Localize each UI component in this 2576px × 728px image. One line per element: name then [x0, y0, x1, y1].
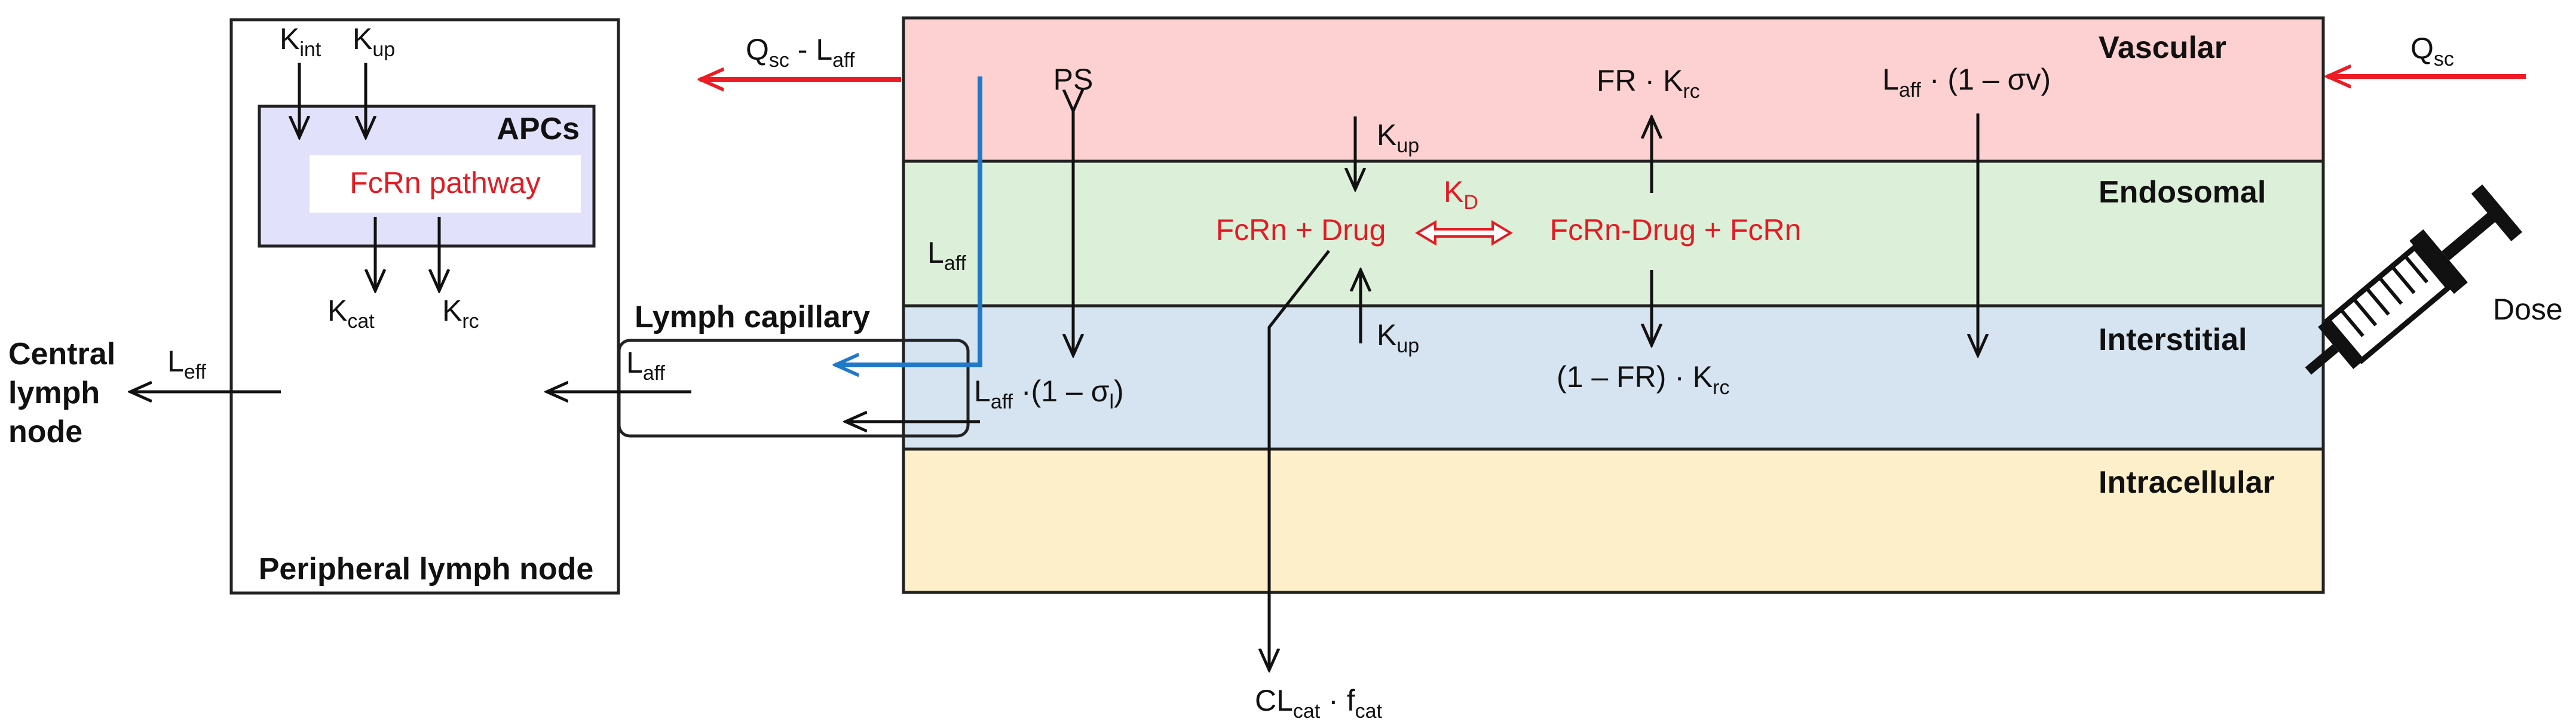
kint-label: Kint	[280, 22, 321, 61]
lymph-node-title: Peripheral lymph node	[259, 552, 594, 586]
syringe-icon	[2305, 184, 2523, 375]
endosomal-compartment	[902, 159, 2325, 308]
kup-apc-label: Kup	[353, 22, 395, 61]
leff-label: Leff	[167, 345, 207, 383]
one-minus-fr-krc-label: (1 – FR) · Krc	[1557, 360, 1729, 399]
laff-sigma-v-label: Laff · (1 – σv)	[1882, 63, 2051, 102]
cl-cat-label: CLcat · fcat	[1255, 684, 1383, 723]
interstitial-label: Interstitial	[2099, 322, 2247, 357]
fcrn-drug-label: FcRn + Drug	[1216, 213, 1386, 247]
laff-sigma-label: Laff ·(1 – σl)	[974, 374, 1124, 413]
qsc-label: Qsc	[2410, 32, 2454, 70]
kup-bottom-label: Kup	[1377, 318, 1419, 357]
fr-krc-label: FR · Krc	[1597, 64, 1700, 103]
catabolism-arrow	[1269, 250, 1330, 670]
kup-top-label: Kup	[1377, 118, 1419, 157]
kd-label: KD	[1444, 175, 1478, 214]
kd-equilibrium-arrow	[1415, 220, 1513, 246]
fcrn-complex-label: FcRn-Drug + FcRn	[1550, 213, 1802, 247]
lymph-capillary-label: Lymph capillary	[635, 300, 870, 334]
lymph-capillary-box	[617, 339, 970, 438]
peripheral-lymph-node: APCs FcRn pathway Peripheral lymph node …	[229, 18, 620, 595]
svg-text:lymph: lymph	[8, 376, 100, 410]
laff-blue-label: Laff	[927, 236, 967, 275]
qsc-laff-label: Qsc - Laff	[746, 33, 855, 72]
laff-blue-arrow	[835, 76, 982, 365]
ps-label: PS	[1053, 63, 1094, 96]
laff-capillary-label: Laff	[626, 346, 666, 385]
apcs-label: APCs	[497, 112, 580, 146]
krc-label: Krc	[442, 294, 479, 333]
afferent-lymph-flow: Laff	[835, 76, 982, 365]
svg-text:node: node	[8, 414, 82, 449]
intracellular-compartment	[902, 447, 2325, 594]
dose-label: Dose	[2493, 293, 2563, 326]
endosomal-label: Endosomal	[2099, 175, 2266, 210]
intracellular-label: Intracellular	[2099, 465, 2275, 500]
fcrn-pathway-label: FcRn pathway	[350, 166, 541, 199]
kcat-label: Kcat	[327, 294, 375, 333]
tissue-compartments: Vascular Endosomal Interstitial Intracel…	[902, 16, 2325, 594]
vascular-compartment	[902, 16, 2325, 163]
svg-text:Central: Central	[8, 337, 115, 371]
tissue-kinetics: PS Kup Kup FcRn + Drug FcRn-Drug + FcRn …	[1053, 63, 2051, 723]
lymph-capillary: Lymph capillary Laff Laff ·(1 – σl)	[547, 300, 1124, 438]
subcutaneous-flow: Qsc - Laff Qsc	[700, 32, 2526, 79]
interstitial-compartment	[902, 304, 2325, 451]
fcrn-pathway-box	[310, 155, 581, 213]
vascular-label: Vascular	[2099, 30, 2226, 65]
central-lymph-node: Central lymph node Leff	[8, 337, 281, 449]
